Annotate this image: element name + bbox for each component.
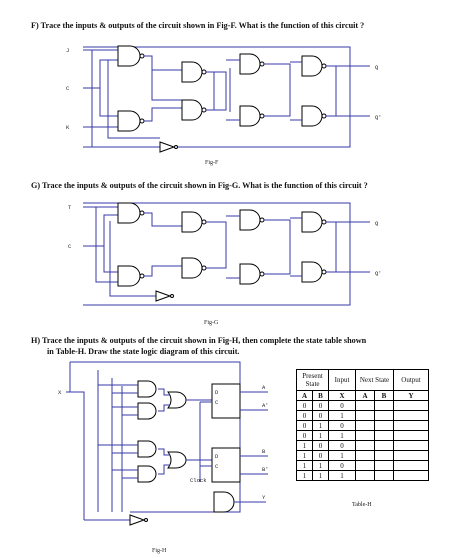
svg-text:C: C bbox=[215, 399, 219, 406]
svg-text:C: C bbox=[215, 463, 219, 470]
header-present-state: Present State bbox=[296, 369, 329, 391]
fig-h-input-x: X bbox=[58, 389, 62, 396]
fig-f-output-qbar: Q' bbox=[375, 114, 382, 121]
fig-g-input-c: C bbox=[68, 243, 72, 250]
question-f: F) Trace the inputs & outputs of the cir… bbox=[31, 21, 365, 30]
fig-g-output-qbar: Q' bbox=[375, 270, 382, 277]
fig-h-flipflop-a bbox=[211, 383, 241, 419]
question-g: G) Trace the inputs & outputs of the cir… bbox=[31, 181, 368, 190]
fig-f-and-gate-1 bbox=[117, 45, 141, 67]
fig-g-input-t: T bbox=[68, 204, 72, 211]
fig-f-input-j: J bbox=[66, 47, 69, 54]
fig-h-caption: Fig-H bbox=[152, 548, 167, 554]
header-input: Input bbox=[328, 369, 356, 391]
fig-g-output-q: Q bbox=[375, 220, 379, 227]
fig-h-output-abar: A' bbox=[262, 402, 269, 409]
fig-f-input-k: K bbox=[66, 124, 70, 131]
svg-text:D: D bbox=[215, 389, 219, 396]
fig-f-output-q: Q bbox=[375, 64, 379, 71]
question-h-line1: H) Trace the inputs & outputs of the cir… bbox=[31, 336, 367, 345]
fig-f-caption: Fig-F bbox=[205, 160, 219, 166]
header-next-state: Next State bbox=[355, 369, 394, 391]
table-h-caption: Table-H bbox=[352, 502, 372, 508]
state-table-h: Present State Input Next State Output A … bbox=[296, 369, 429, 481]
header-output: Output bbox=[393, 369, 429, 391]
svg-text:D: D bbox=[215, 453, 219, 460]
fig-h-flipflop-b bbox=[211, 447, 241, 483]
fig-h-output-a: A bbox=[262, 384, 266, 391]
fig-h-output-b: B bbox=[262, 448, 266, 455]
fig-f-and-gate-2 bbox=[117, 110, 141, 132]
fig-f-input-c: C bbox=[66, 85, 70, 92]
fig-h-output-bbar: B' bbox=[262, 466, 269, 473]
fig-g-caption: Fig-G bbox=[204, 320, 219, 326]
question-h-line2: in Table-H. Draw the state logic diagram… bbox=[47, 347, 240, 356]
fig-h-clock-label: Clock bbox=[190, 477, 207, 484]
fig-h-output-y: Y bbox=[262, 494, 266, 501]
